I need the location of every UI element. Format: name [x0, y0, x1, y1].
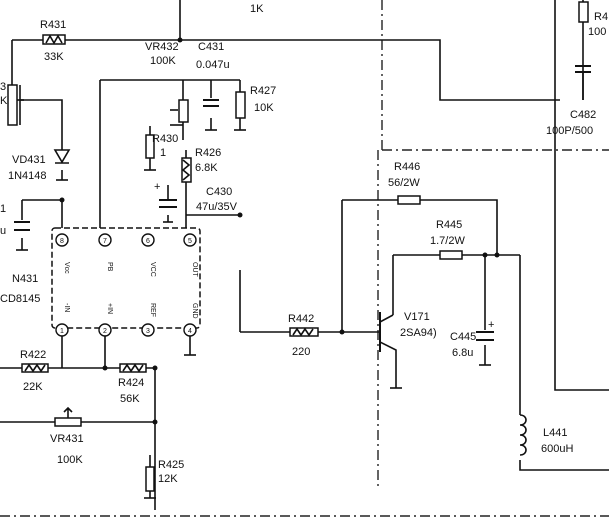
ic-pin-label-1: -IN — [63, 303, 70, 312]
resistor-r431-body — [42, 34, 66, 45]
vr432-value: 100K — [150, 55, 176, 67]
resistor-r4-body — [578, 1, 589, 23]
ic-pin-label-4: GND — [191, 303, 198, 319]
r431-ref: R431 — [40, 19, 66, 31]
ic-pin-number-6: 6 — [146, 238, 150, 245]
ic-pin-number-2: 2 — [103, 328, 107, 335]
c445-ref: C445 — [450, 331, 476, 343]
resistor-r424-body — [119, 363, 147, 373]
r426-ref: R426 — [195, 147, 221, 159]
v171-ref: V171 — [404, 311, 430, 323]
resistor-r430-body — [145, 134, 155, 159]
ground-symbols — [16, 129, 491, 499]
r425-value: 12K — [158, 473, 178, 485]
r422-ref: R422 — [20, 349, 46, 361]
r427-ref: R427 — [250, 85, 276, 97]
c482-ref: C482 — [570, 109, 596, 121]
r442-value: 220 — [292, 346, 310, 358]
capacitor-c431-symbol — [203, 99, 219, 107]
r445-value: 1.7/2W — [430, 235, 465, 247]
resistor-r427-body — [235, 91, 246, 119]
capacitor-c482-symbol — [575, 65, 591, 100]
left-partial-u: u — [0, 225, 6, 237]
r424-value: 56K — [120, 393, 140, 405]
left-partial-3: 3 — [0, 81, 6, 93]
resistor-r446-body — [397, 195, 421, 205]
ic-pin-label-5: OUT — [191, 262, 198, 278]
v171-value: 2SA94) — [400, 327, 437, 339]
resistor-vr432-body — [170, 99, 189, 123]
r427-value: 10K — [254, 102, 274, 114]
c431-value: 0.047u — [196, 59, 230, 71]
top-label: 1K — [250, 3, 264, 15]
capacitor-c430-symbol: + — [154, 181, 177, 208]
svg-text:+: + — [488, 319, 494, 331]
ic-pin-number-5: 5 — [188, 238, 192, 245]
resistor-r445-body — [439, 250, 463, 260]
vr431-value: 100K — [57, 454, 83, 466]
capacitor-c445-symbol: + — [476, 319, 494, 341]
r424-ref: R424 — [118, 377, 144, 389]
r431-value: 33K — [44, 51, 64, 63]
left-partial-k: K — [0, 95, 8, 107]
ic-pin-number-3: 3 — [146, 328, 150, 335]
l441-ref: L441 — [543, 427, 567, 439]
ic-pin-number-4: 4 — [188, 328, 192, 335]
l441-value: 600uH — [541, 443, 573, 455]
r430-ref: R430 — [152, 133, 178, 145]
r4-value: 100 — [588, 26, 606, 38]
ic-pin-number-1: 1 — [60, 328, 64, 335]
vr-left-body — [7, 84, 24, 126]
resistor-vr431-body — [54, 406, 82, 427]
ic-pin-label-7: PB — [106, 262, 113, 272]
r442-ref: R442 — [288, 313, 314, 325]
c430-value: 47u/35V — [196, 201, 238, 213]
r446-value: 56/2W — [388, 177, 420, 189]
n431-ref: N431 — [12, 273, 38, 285]
svg-text:+: + — [154, 181, 160, 193]
labels: 1K R431 33K VR432 100K C431 0.047u R427 … — [0, 3, 608, 485]
junctions — [59, 37, 500, 425]
vd431-value: 1N4148 — [8, 170, 47, 182]
wires — [0, 0, 609, 510]
c482-value: 100P/500 — [546, 125, 593, 137]
resistor-r422-body — [21, 363, 49, 373]
resistor-r425-body — [145, 466, 155, 492]
resistor-r426-body — [181, 157, 192, 183]
r445-ref: R445 — [436, 219, 462, 231]
c431-ref: C431 — [198, 41, 224, 53]
ic-pin-label-2: +IN — [106, 303, 113, 314]
ic-pin-label-6: VCC — [149, 262, 156, 277]
left-partial-1: 1 — [0, 203, 6, 215]
c430-ref: C430 — [206, 186, 232, 198]
vr431-ref: VR431 — [50, 433, 84, 445]
ic-pin-number-8: 8 — [60, 238, 64, 245]
r4-ref: R4 — [594, 11, 608, 23]
ic-n431: 8 7 6 5 1 2 3 4 Vcc PB VCC OUT -IN +IN R… — [51, 227, 201, 337]
inductor-l441-symbol — [519, 414, 527, 456]
r426-value: 6.8K — [195, 162, 218, 174]
resistor-r442-body — [289, 327, 319, 337]
capacitor-left-symbol — [14, 221, 30, 231]
r446-ref: R446 — [394, 161, 420, 173]
ic-pin-number-7: 7 — [103, 238, 107, 245]
r430-value: 1 — [160, 147, 166, 159]
c445-value: 6.8u — [452, 347, 473, 359]
vr432-ref: VR432 — [145, 41, 179, 53]
r425-ref: R425 — [158, 459, 184, 471]
ic-pin-label-8: Vcc — [63, 262, 70, 274]
vd431-ref: VD431 — [12, 154, 46, 166]
diode-vd431-symbol — [53, 149, 71, 164]
n431-value: CD8145 — [0, 293, 40, 305]
ic-pin-label-3: REF — [149, 303, 156, 317]
r422-value: 22K — [23, 381, 43, 393]
